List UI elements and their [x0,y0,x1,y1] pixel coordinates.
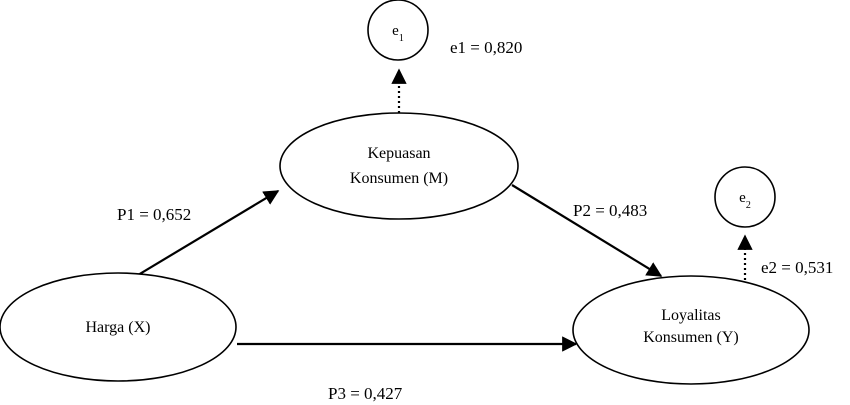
node-e1-label: e1 [392,23,404,44]
edge-label-p1: P1 = 0,652 [117,205,191,224]
node-harga: Harga (X) [0,272,237,382]
edge-label-e1: e1 = 0,820 [450,38,522,57]
node-harga-label: Harga (X) [85,319,150,336]
arrow-kepuasan-to-loyalitas [511,184,663,277]
node-loyalitas-label-line2: Konsumen (Y) [643,329,739,346]
node-loyalitas: Loyalitas Konsumen (Y) [572,275,810,385]
node-e1: e1 [367,0,429,61]
edge-label-p3: P3 = 0,427 [328,384,403,403]
arrow-harga-to-kepuasan [117,190,280,288]
node-e2: e2 [714,166,776,228]
node-kepuasan-label-line1: Kepuasan [367,145,430,162]
node-loyalitas-label-line1: Loyalitas [661,307,721,324]
edge-label-p2: P2 = 0,483 [573,201,647,220]
node-e2-label: e2 [739,190,751,211]
edge-label-e2: e2 = 0,531 [761,258,833,277]
node-kepuasan-label-line2: Konsumen (M) [350,170,448,187]
node-kepuasan: Kepuasan Konsumen (M) [279,112,519,220]
